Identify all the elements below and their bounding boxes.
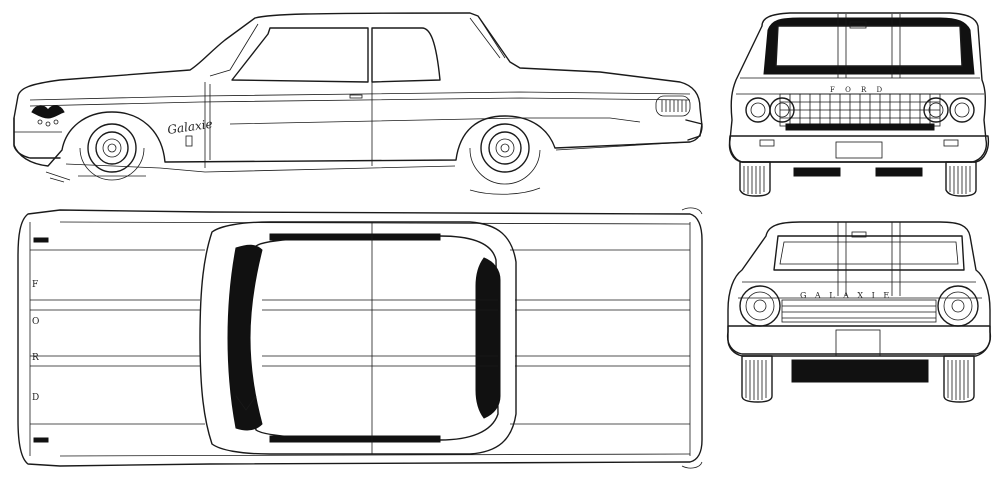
side-rear-window xyxy=(371,27,441,83)
rear-tires xyxy=(741,355,975,403)
hood-letter-f: F xyxy=(32,280,38,290)
front-tires xyxy=(739,161,977,197)
side-front-window xyxy=(231,27,369,83)
rear-galaxie-letters: G A L A X I E xyxy=(800,291,892,300)
front-ford-letters: F O R D xyxy=(830,86,886,94)
front-headlights xyxy=(745,97,975,123)
top-body-outline xyxy=(17,209,703,467)
top-view: F O R D xyxy=(17,207,703,469)
side-taillight xyxy=(655,95,691,117)
hood-letter-d: D xyxy=(32,393,39,403)
hood-letter-o: O xyxy=(32,317,39,327)
front-view: F O R D xyxy=(728,12,990,197)
side-rear-wheel xyxy=(469,123,541,195)
front-grille xyxy=(779,93,941,131)
front-body-outline xyxy=(728,12,988,163)
rear-view: G A L A X I E xyxy=(726,221,992,403)
top-greenhouse-outer xyxy=(199,221,517,455)
side-front-emblem xyxy=(31,105,65,127)
side-view: Galaxie xyxy=(13,12,703,195)
side-galaxie-script: Galaxie xyxy=(166,117,213,137)
hood-letter-r: R xyxy=(32,353,39,363)
side-body-outline xyxy=(13,12,703,167)
side-front-wheel xyxy=(78,123,146,181)
